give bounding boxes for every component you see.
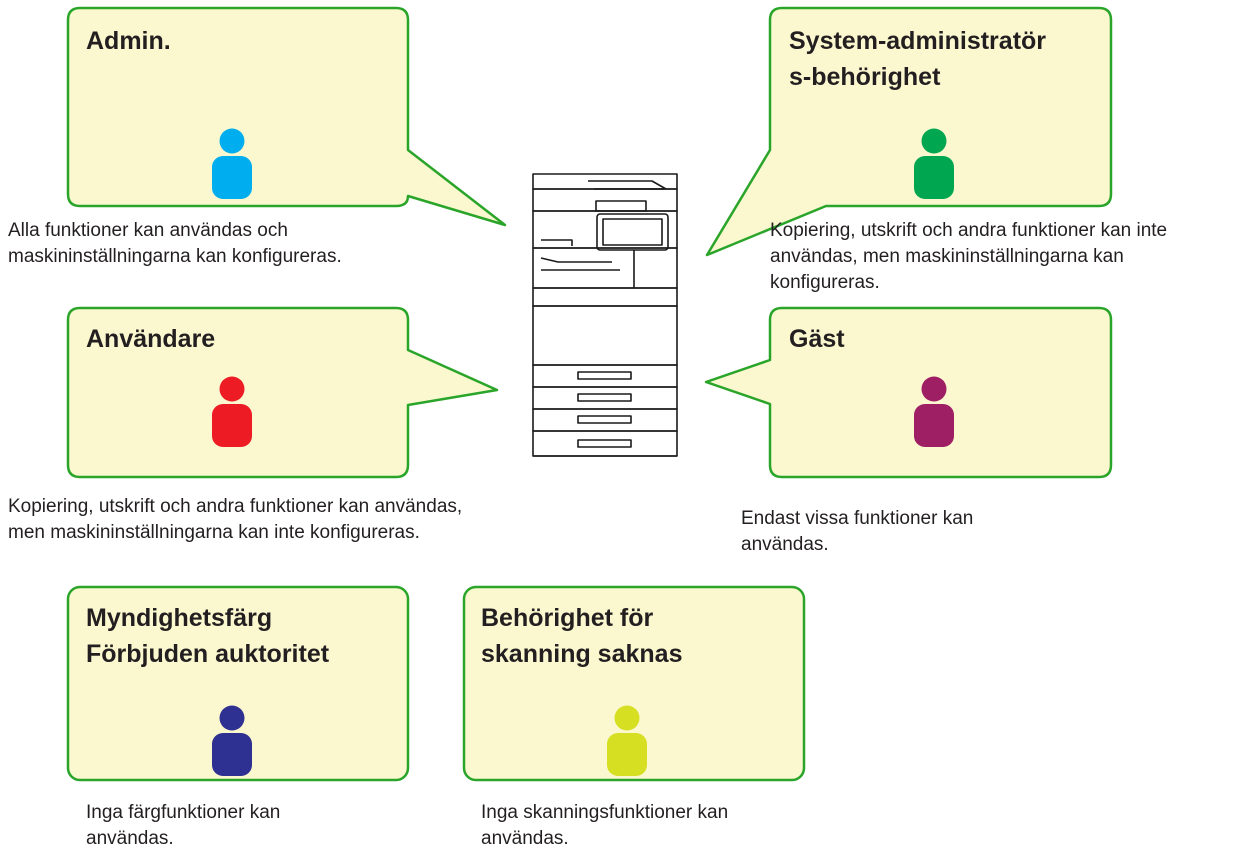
color-prohibited-title-line2: Förbjuden auktoritet	[86, 640, 330, 668]
sysadmin-title-line2: s-behörighet	[789, 63, 941, 91]
admin-box	[66, 6, 507, 227]
color-prohibited-box	[66, 585, 410, 782]
color-prohibited-person-icon	[212, 705, 252, 776]
no-scan-description: Inga skanningsfunktioner kan användas.	[481, 802, 729, 849]
sysadmin-title-line1: System-administratör	[789, 27, 1047, 55]
no-scan-title-line1: Behörighet för	[481, 604, 654, 632]
user-description: Kopiering, utskrift och andra funktioner…	[8, 496, 463, 543]
color-prohibited-description: Inga färgfunktioner kan användas.	[86, 802, 281, 849]
guest-title: Gäst	[789, 325, 845, 353]
guest-person-icon	[914, 376, 954, 447]
guest-box	[704, 306, 1113, 479]
admin-description: Alla funktioner kan användas och maskini…	[8, 220, 342, 267]
guest-description: Endast vissa funktioner kan användas.	[741, 508, 974, 555]
sysadmin-description: Kopiering, utskrift och andra funktioner…	[770, 220, 1168, 293]
user-title: Användare	[86, 325, 216, 353]
user-person-icon	[212, 376, 252, 447]
no-scan-box	[462, 585, 806, 782]
color-prohibited-title-line1: Myndighetsfärg	[86, 604, 273, 632]
user-box	[66, 306, 499, 479]
admin-person-icon	[212, 128, 252, 199]
sysadmin-person-icon	[914, 128, 954, 199]
no-scan-title-line2: skanning saknas	[481, 640, 683, 668]
admin-title: Admin.	[86, 27, 171, 55]
multifunction-printer-icon	[532, 173, 678, 457]
no-scan-person-icon	[607, 705, 647, 776]
sysadmin-box	[705, 6, 1113, 257]
